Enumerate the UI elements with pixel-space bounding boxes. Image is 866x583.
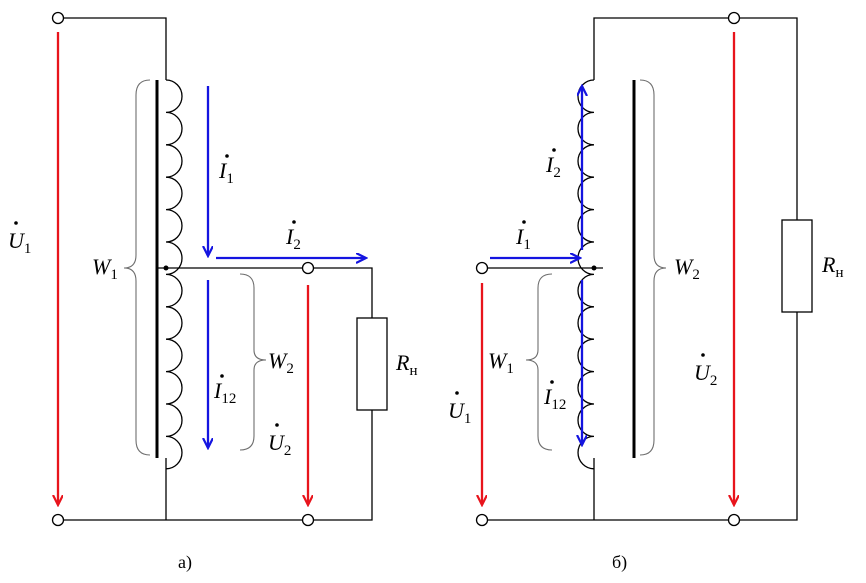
fig-a-u2-label: U2: [268, 430, 291, 459]
fig-a-i12-dot: [220, 374, 224, 378]
fig-b-caption: б): [612, 552, 627, 573]
fig-b-u2-label: U2: [694, 360, 717, 389]
fig-b-tap-junction: [591, 265, 597, 271]
fig-b-w2-label: W2: [674, 254, 700, 283]
fig-a-tap-wire: [157, 267, 373, 318]
fig-a-input-terminal-top[interactable]: [51, 11, 65, 25]
fig-a-i12-label: I12: [213, 378, 236, 407]
fig-a-tap-junction: [163, 265, 169, 271]
fig-a-output-terminal-bottom[interactable]: [301, 513, 315, 527]
fig-b-i1-dot: [522, 220, 526, 224]
fig-a-i2-dot: [292, 220, 296, 224]
fig-b-i1-label: I1: [515, 224, 531, 253]
fig-b-u1-label: U1: [448, 398, 471, 427]
fig-a-brace-w1: [123, 79, 151, 456]
fig-b-brace-w1: [525, 273, 553, 451]
fig-b-i12-dot: [550, 380, 554, 384]
fig-b-top-wire: [593, 17, 798, 220]
fig-a-brace-w2: [239, 273, 267, 451]
fig-b-input-terminal-bottom[interactable]: [475, 513, 489, 527]
fig-a-rn-label: Rн: [395, 350, 417, 379]
fig-a-load-resistor: [356, 317, 388, 411]
fig-a-u1-dot: [14, 221, 18, 225]
fig-a-caption: а): [178, 552, 192, 573]
fig-b-u2-dot: [701, 353, 705, 357]
fig-b-output-terminal-top[interactable]: [727, 11, 741, 25]
fig-b-i12-label: I12: [543, 384, 566, 413]
fig-b-i2-dot: [552, 148, 556, 152]
fig-a-w2-label: W2: [268, 348, 294, 377]
fig-b-rn-label: Rн: [821, 252, 843, 281]
fig-b-i2-label: I2: [545, 152, 561, 181]
fig-a-i2-label: I2: [285, 224, 301, 253]
fig-b-winding: [577, 79, 595, 470]
fig-b-bottom-wire: [482, 312, 798, 521]
fig-b-output-terminal-bottom[interactable]: [727, 513, 741, 527]
fig-b-load-resistor: [781, 219, 813, 313]
fig-a-w1-label: W1: [92, 254, 118, 283]
figure-a: U1 W1 I1 I2 W2 I12 U2 Rн а): [8, 11, 417, 573]
fig-a-i1-label: I1: [218, 158, 234, 187]
fig-a-bottom-wire: [63, 410, 373, 521]
fig-a-i1-dot: [225, 154, 229, 158]
fig-a-top-wire: [63, 17, 167, 80]
fig-b-brace-w2: [639, 79, 667, 456]
fig-a-output-terminal-top[interactable]: [301, 261, 315, 275]
fig-a-winding: [165, 79, 183, 470]
fig-a-u2-dot: [275, 423, 279, 427]
fig-a-input-terminal-bottom[interactable]: [51, 513, 65, 527]
fig-b-input-terminal-top[interactable]: [475, 261, 489, 275]
figure-b: I2 I1 W2 W1 U2 I12 U1 Rн б): [448, 11, 843, 573]
fig-a-u1-label: U1: [8, 228, 31, 257]
fig-b-w1-label: W1: [488, 348, 514, 377]
fig-b-u1-dot: [455, 391, 459, 395]
